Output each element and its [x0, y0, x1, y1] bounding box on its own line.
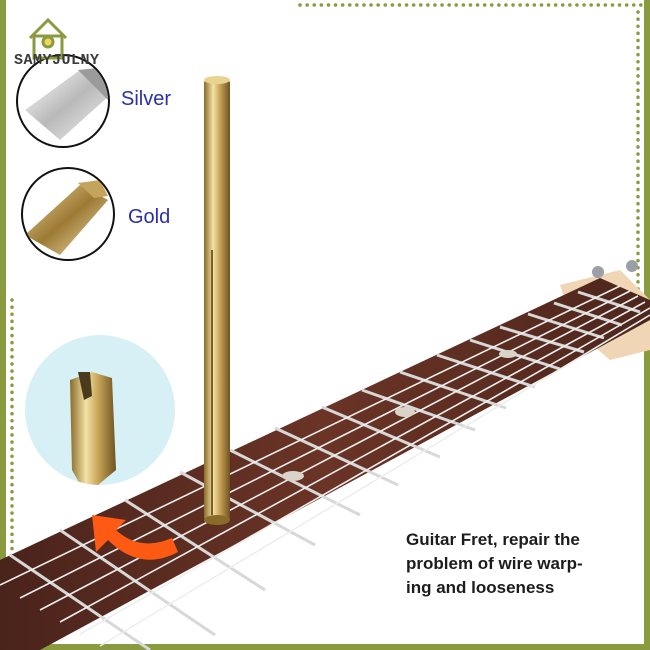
- house-logo-icon: [28, 17, 68, 60]
- gold-label: Gold: [128, 206, 171, 228]
- dotted-border: [10, 3, 646, 646]
- silver-profile-inset: [16, 54, 110, 148]
- caption-line: Guitar Fret, repair the: [406, 530, 580, 549]
- curved-arrow-icon: [92, 515, 178, 560]
- caption-line: problem of wire warp-: [406, 554, 583, 573]
- caption-line: ing and looseness: [406, 578, 555, 597]
- gold-profile-inset: [21, 167, 115, 261]
- product-caption: Guitar Fret, repair the problem of wire …: [406, 528, 646, 600]
- silver-label: Silver: [121, 88, 172, 110]
- brand-watermark: SAMYJULNY: [14, 52, 100, 69]
- gold-fret-wire: [204, 76, 230, 525]
- fret-tang-closeup: [25, 335, 175, 485]
